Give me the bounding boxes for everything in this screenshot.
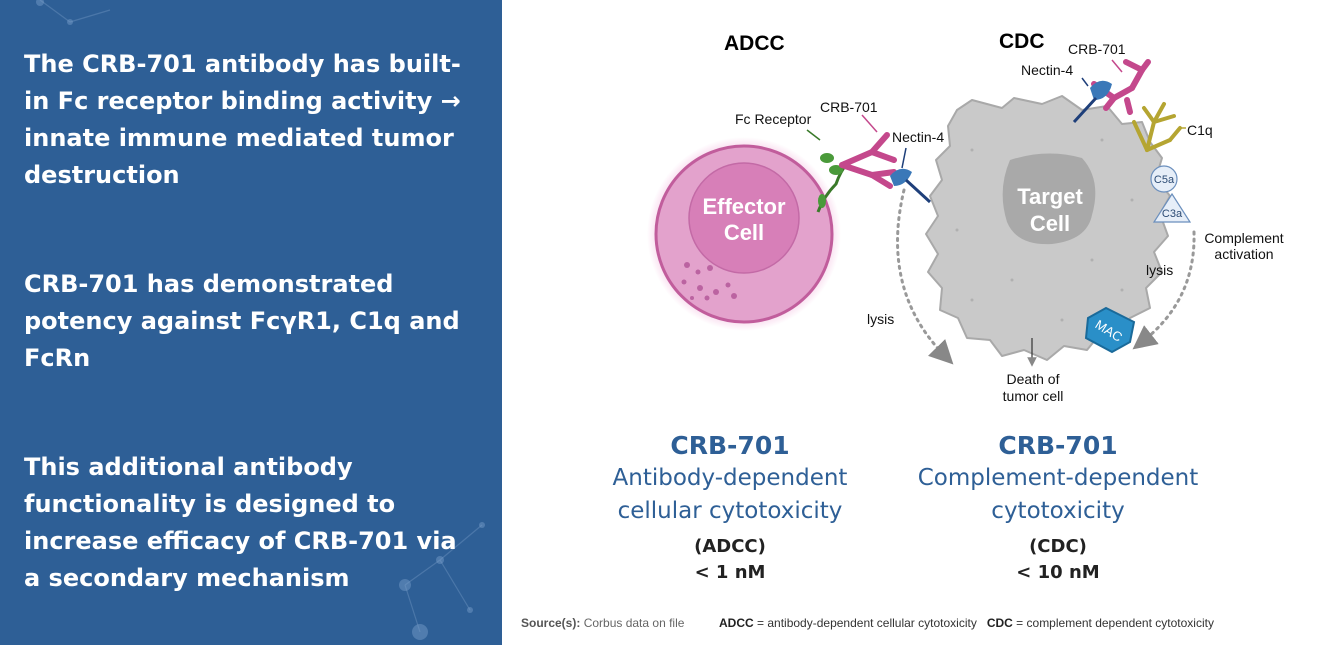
- bullet-potency: CRB-701 has demonstrated potency against…: [24, 270, 460, 372]
- effector-cell: Effector Cell: [647, 137, 841, 331]
- adcc-abbr: (ADCC): [694, 536, 766, 557]
- crb701-top-label: CRB-701: [1068, 41, 1126, 57]
- source-text: Corbus data on file: [583, 616, 685, 630]
- lysis-left-label: lysis: [867, 311, 894, 327]
- target-label-line1: Target: [1017, 184, 1083, 209]
- target-cell: Target Cell: [925, 95, 1171, 361]
- cdc-abbr-key: CDC: [986, 616, 1013, 630]
- source-note: Source(s): Corbus data on file: [521, 616, 684, 630]
- cdc-drug-name: CRB-701: [998, 431, 1118, 460]
- adcc-abbr-key: ADCC: [719, 616, 754, 630]
- complement-label-line2: activation: [1214, 246, 1273, 262]
- cdc-desc-line1: Complement-dependent: [917, 465, 1199, 491]
- bullet-efficacy: This additional antibody functionality i…: [24, 453, 457, 592]
- death-label-line1: Death of: [1007, 371, 1060, 387]
- c1q-complex: [1132, 102, 1182, 152]
- antibody-left: [839, 132, 897, 189]
- adcc-potency: < 1 nM: [694, 562, 766, 583]
- nectin4-left: [890, 147, 932, 204]
- cdc-desc-line2: cytotoxicity: [991, 498, 1125, 524]
- nectin4-top: [1072, 77, 1112, 124]
- antibody-top: [1091, 59, 1151, 115]
- bullet-fc-receptor: The CRB-701 antibody has built-in Fc rec…: [24, 50, 461, 189]
- nectin4-top-label: Nectin-4: [1021, 62, 1073, 78]
- adcc-summary: CRB-701 Antibody-dependent cellular cyto…: [595, 430, 865, 586]
- lysis-arrow-left: [896, 188, 954, 365]
- adcc-desc-line2: cellular cytotoxicity: [617, 498, 843, 524]
- svg-text:C3a: C3a: [1162, 208, 1183, 220]
- molecule-network-decoration: [36, 0, 485, 640]
- lysis-right-label: lysis: [1146, 262, 1173, 278]
- effector-label-line2: Cell: [724, 220, 764, 245]
- death-label-line2: tumor cell: [1003, 388, 1064, 404]
- cdc-abbr: (CDC): [1029, 536, 1087, 557]
- svg-text:C5a: C5a: [1154, 174, 1175, 186]
- fc-receptor-label: Fc Receptor: [735, 111, 812, 127]
- complement-label-line1: Complement: [1204, 230, 1283, 246]
- cdc-heading: CDC: [999, 30, 1045, 53]
- effector-label-line1: Effector: [702, 194, 786, 219]
- mechanism-diagram: ADCC CDC Effector Cell Target Cell: [647, 30, 1284, 404]
- cdc-potency: < 10 nM: [1016, 562, 1100, 583]
- adcc-desc-line1: Antibody-dependent: [612, 465, 848, 491]
- adcc-heading: ADCC: [724, 32, 785, 55]
- target-label-line2: Cell: [1030, 211, 1070, 236]
- c5a-badge: C5a: [1150, 165, 1178, 193]
- adcc-definition: = antibody-dependent cellular cytotoxici…: [757, 616, 977, 630]
- left-panel: The CRB-701 antibody has built-in Fc rec…: [0, 0, 502, 645]
- source-label: Source(s):: [521, 616, 581, 630]
- cdc-definition: = complement dependent cytotoxicity: [1016, 616, 1214, 630]
- c1q-label: C1q: [1187, 122, 1213, 138]
- crb701-left-label: CRB-701: [820, 99, 878, 115]
- lysis-arrow-right: [1132, 230, 1196, 350]
- abbreviation-note: ADCC = antibody-dependent cellular cytot…: [719, 616, 1214, 630]
- nectin4-left-label: Nectin-4: [892, 129, 944, 145]
- c3a-badge: C3a: [1152, 192, 1192, 223]
- adcc-drug-name: CRB-701: [670, 431, 790, 460]
- cdc-summary: CRB-701 Complement-dependent cytotoxicit…: [908, 430, 1208, 586]
- mac-complex: MAC: [1084, 306, 1136, 354]
